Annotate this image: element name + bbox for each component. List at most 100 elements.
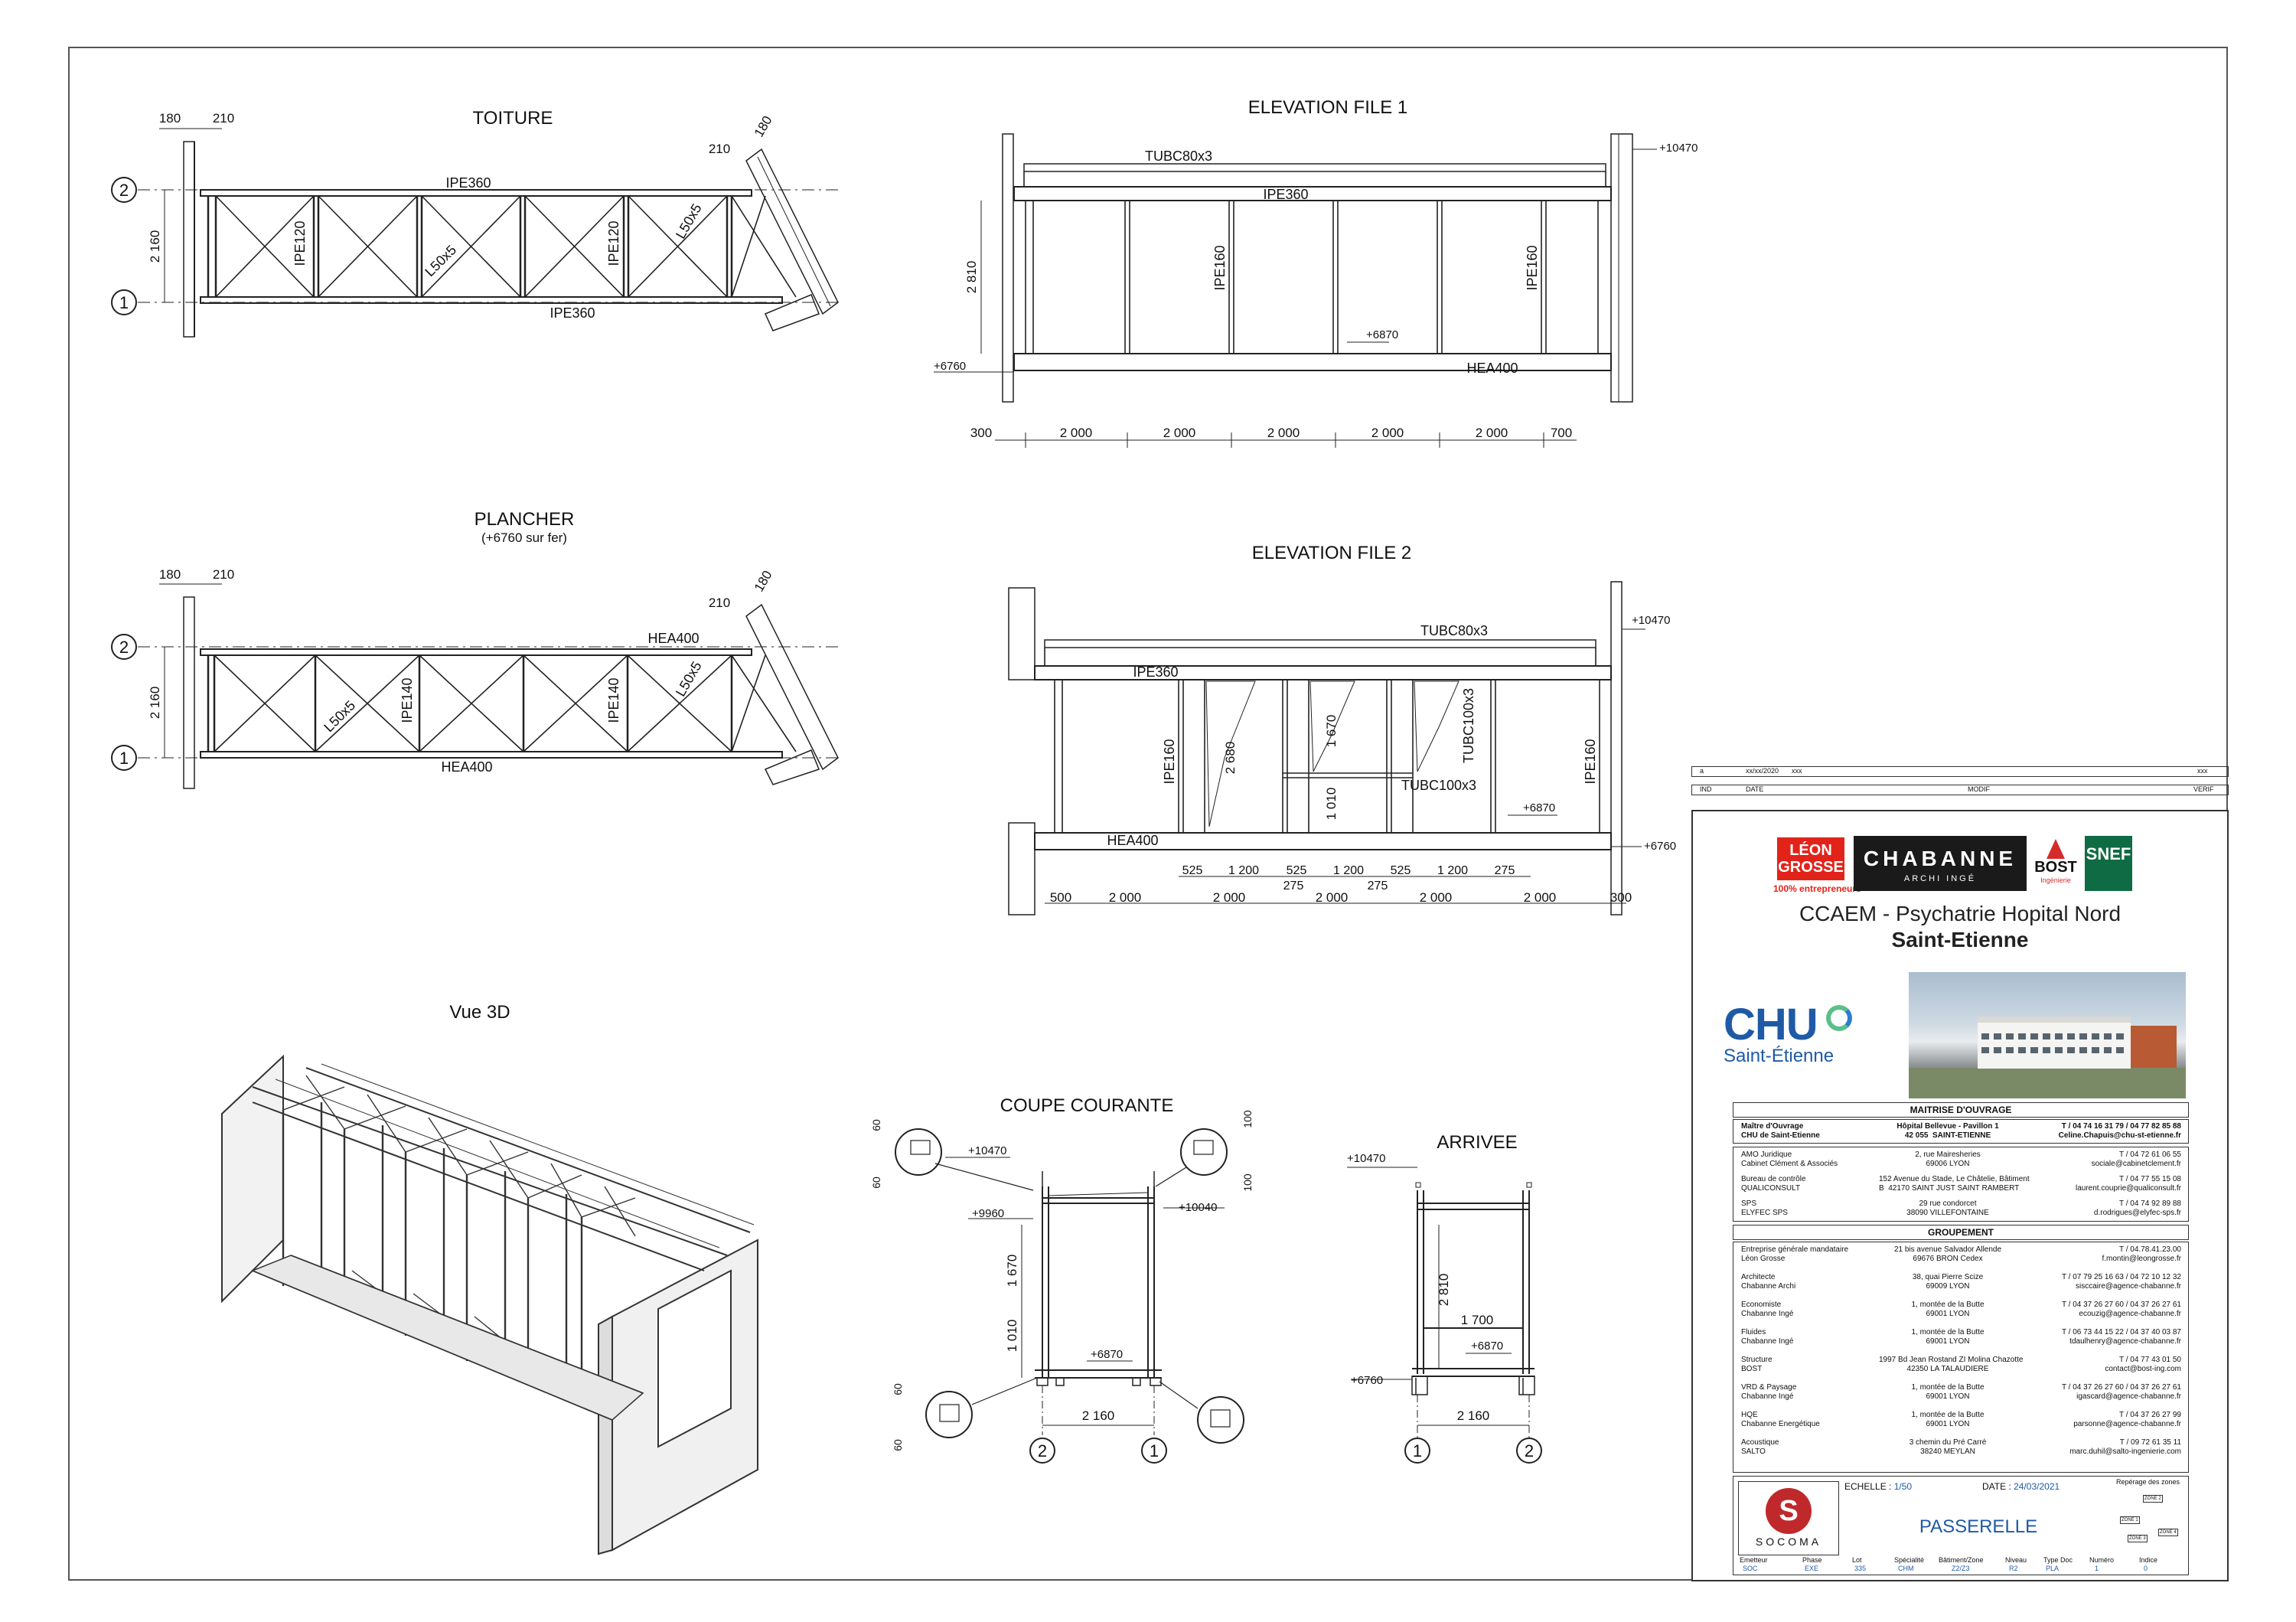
coupe-detail-bottom-left: [925, 1391, 973, 1438]
vue-3d-view: Vue 3D: [221, 1002, 758, 1555]
svg-text:2 000: 2 000: [1163, 426, 1196, 440]
svg-text:2: 2: [1525, 1441, 1534, 1460]
svg-text:2 160: 2 160: [1457, 1408, 1490, 1423]
svg-text:+6760: +6760: [934, 360, 966, 373]
moa-section: Maître d'Ouvrage CHU de Saint-Etienne Hô…: [1733, 1119, 2189, 1144]
bost-logo: BOST Ingénierie: [2031, 836, 2080, 891]
coupe-axis-1: [1141, 1438, 1167, 1464]
svg-text:2: 2: [119, 181, 129, 200]
socoma-logo: S SOCOMA: [1738, 1481, 1839, 1555]
svg-text:2 000: 2 000: [1267, 426, 1300, 440]
svg-text:+10470: +10470: [968, 1144, 1006, 1157]
svg-text:TUBC100x3: TUBC100x3: [1401, 778, 1476, 793]
title-block: LÉON GROSSE 100% entrepreneurs CHABANNE …: [1691, 810, 2229, 1581]
svg-text:HEA400: HEA400: [647, 631, 699, 646]
svg-text:2 000: 2 000: [1420, 890, 1453, 905]
svg-text:1 670: 1 670: [1005, 1255, 1019, 1287]
svg-text:525: 525: [1391, 864, 1411, 877]
svg-text:500: 500: [1050, 890, 1071, 905]
svg-text:1 010: 1 010: [1005, 1320, 1019, 1353]
svg-text:525: 525: [1182, 864, 1203, 877]
svg-text:60: 60: [892, 1439, 904, 1451]
svg-text:+10470: +10470: [1659, 142, 1698, 155]
plancher-view: PLANCHER (+6760 sur fer) 2 1 180 210: [111, 509, 842, 789]
svg-text:210: 210: [213, 567, 234, 582]
coupe-axis-2: [1029, 1438, 1055, 1464]
coupe-detail-bottom-right: [1197, 1396, 1244, 1444]
zones-map: ZONE 1 ZONE 2 ZONE 3 ZONE 4: [2120, 1495, 2178, 1542]
svg-text:60: 60: [870, 1119, 882, 1131]
svg-text:+6760: +6760: [1351, 1374, 1383, 1387]
svg-text:TUBC80x3: TUBC80x3: [1145, 148, 1212, 164]
revision-header: IND DATE MODIF VERIF: [1691, 785, 2229, 795]
chabanne-logo: CHABANNE ARCHI INGÉ: [1854, 836, 2027, 891]
svg-text:1 200: 1 200: [1437, 864, 1468, 877]
coupe-courante-view: COUPE COURANTE +10470 +9960 +10: [870, 1095, 1254, 1464]
svg-text:275: 275: [1495, 864, 1515, 877]
svg-text:IPE160: IPE160: [1525, 245, 1540, 290]
project-title: CCAEM - Psychatrie Hopital Nord: [1799, 902, 2122, 925]
svg-text:IPE160: IPE160: [1162, 739, 1177, 784]
svg-text:+10470: +10470: [1632, 614, 1670, 627]
plancher-title: PLANCHER: [475, 509, 575, 530]
leon-grosse-tagline: 100% entrepreneurs: [1773, 883, 1861, 894]
svg-text:HEA400: HEA400: [1107, 833, 1158, 848]
svg-text:1: 1: [1413, 1441, 1422, 1460]
svg-text:L50x5: L50x5: [422, 242, 459, 279]
zones-label: Repérage des zones: [2116, 1478, 2180, 1486]
svg-text:2 000: 2 000: [1476, 426, 1508, 440]
svg-text:210: 210: [213, 111, 234, 126]
svg-text:IPE120: IPE120: [292, 220, 308, 266]
arrivee-axis-1: [1404, 1438, 1430, 1464]
svg-text:2 000: 2 000: [1060, 426, 1093, 440]
plancher-axis-2: [111, 634, 137, 660]
project-city: Saint-Etienne: [1891, 928, 2029, 951]
svg-text:IPE360: IPE360: [1263, 187, 1308, 202]
vue-3d-title: Vue 3D: [449, 1002, 510, 1023]
svg-text:2 000: 2 000: [1316, 890, 1349, 905]
svg-text:L50x5: L50x5: [673, 201, 705, 241]
svg-text:2 160: 2 160: [148, 687, 162, 720]
svg-text:180: 180: [752, 113, 775, 139]
title-block-footer: S SOCOMA ECHELLE : 1/50 DATE : 24/03/202…: [1733, 1476, 2189, 1575]
svg-text:2 680: 2 680: [1223, 742, 1238, 775]
svg-text:210: 210: [709, 596, 730, 610]
svg-text:IPE360: IPE360: [1133, 664, 1178, 680]
svg-text:1 670: 1 670: [1324, 715, 1339, 748]
svg-text:TUBC80x3: TUBC80x3: [1420, 623, 1488, 638]
svg-text:210: 210: [709, 142, 730, 156]
svg-text:1: 1: [119, 293, 129, 312]
svg-text:L50x5: L50x5: [673, 659, 705, 699]
svg-text:180: 180: [752, 568, 775, 594]
svg-text:180: 180: [159, 111, 181, 126]
toiture-title: TOITURE: [473, 108, 553, 129]
revision-row: a xx/xx/2020 xxx xxx: [1691, 766, 2229, 777]
svg-text:1 200: 1 200: [1333, 864, 1364, 877]
chu-logo: CHU Saint-Étienne: [1724, 999, 1854, 1083]
svg-text:100: 100: [1241, 1110, 1254, 1128]
svg-text:2 810: 2 810: [1437, 1274, 1451, 1307]
svg-text:1 700: 1 700: [1461, 1313, 1494, 1327]
snef-logo: SNEF: [2085, 836, 2132, 891]
svg-text:TUBC100x3: TUBC100x3: [1461, 688, 1476, 763]
amo-section: AMO Juridique Cabinet Clément & Associés…: [1733, 1147, 2189, 1222]
date: DATE : 24/03/2021: [1982, 1481, 2060, 1492]
partner-logos: LÉON GROSSE 100% entrepreneurs CHABANNE …: [1693, 827, 2227, 896]
toiture-axis-1: [111, 289, 137, 315]
svg-text:525: 525: [1287, 864, 1307, 877]
svg-text:2 000: 2 000: [1524, 890, 1557, 905]
svg-text:2 810: 2 810: [964, 261, 979, 294]
svg-text:300: 300: [970, 426, 992, 440]
svg-text:2 160: 2 160: [1082, 1408, 1115, 1423]
coupe-detail-top-right: [1180, 1128, 1228, 1176]
scale: ECHELLE : 1/50: [1844, 1481, 1913, 1492]
svg-text:1 010: 1 010: [1324, 788, 1339, 821]
svg-text:+6760: +6760: [1644, 840, 1676, 853]
svg-text:700: 700: [1551, 426, 1572, 440]
arrivee-axis-2: [1516, 1438, 1542, 1464]
svg-text:IPE360: IPE360: [445, 175, 491, 191]
svg-text:100: 100: [1241, 1173, 1254, 1192]
svg-text:HEA400: HEA400: [441, 759, 492, 775]
svg-text:IPE140: IPE140: [400, 677, 415, 723]
groupement-section: Entreprise générale mandataire Léon Gros…: [1733, 1242, 2189, 1473]
